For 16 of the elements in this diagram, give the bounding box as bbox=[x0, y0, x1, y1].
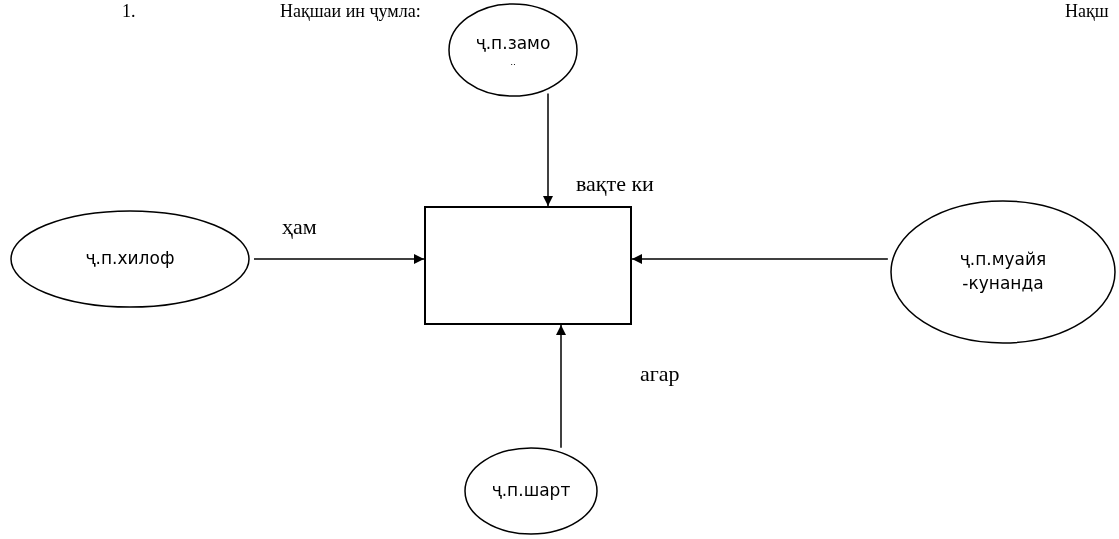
node-label: ҷ.п.муайя -кунанда bbox=[958, 248, 1048, 295]
heading-text: Нақшаи ин ҷумла: bbox=[280, 2, 421, 22]
arrow bbox=[556, 324, 566, 449]
arrow bbox=[543, 92, 553, 207]
ellipse-node bbox=[890, 200, 1116, 344]
node-label: ҷ.п.замо bbox=[474, 31, 552, 55]
arrow bbox=[631, 254, 889, 264]
ellipse-node bbox=[448, 3, 578, 97]
process-box bbox=[424, 206, 632, 325]
arrow bbox=[253, 254, 425, 264]
ellipse-node bbox=[464, 447, 598, 535]
node-label: ҷ.п.шарт bbox=[491, 479, 571, 503]
heading-text: Нақш bbox=[1065, 2, 1109, 22]
node-label: .. bbox=[509, 55, 517, 69]
node-label: ҷ.п.хилоф bbox=[85, 247, 175, 271]
ellipse-node bbox=[10, 210, 250, 308]
